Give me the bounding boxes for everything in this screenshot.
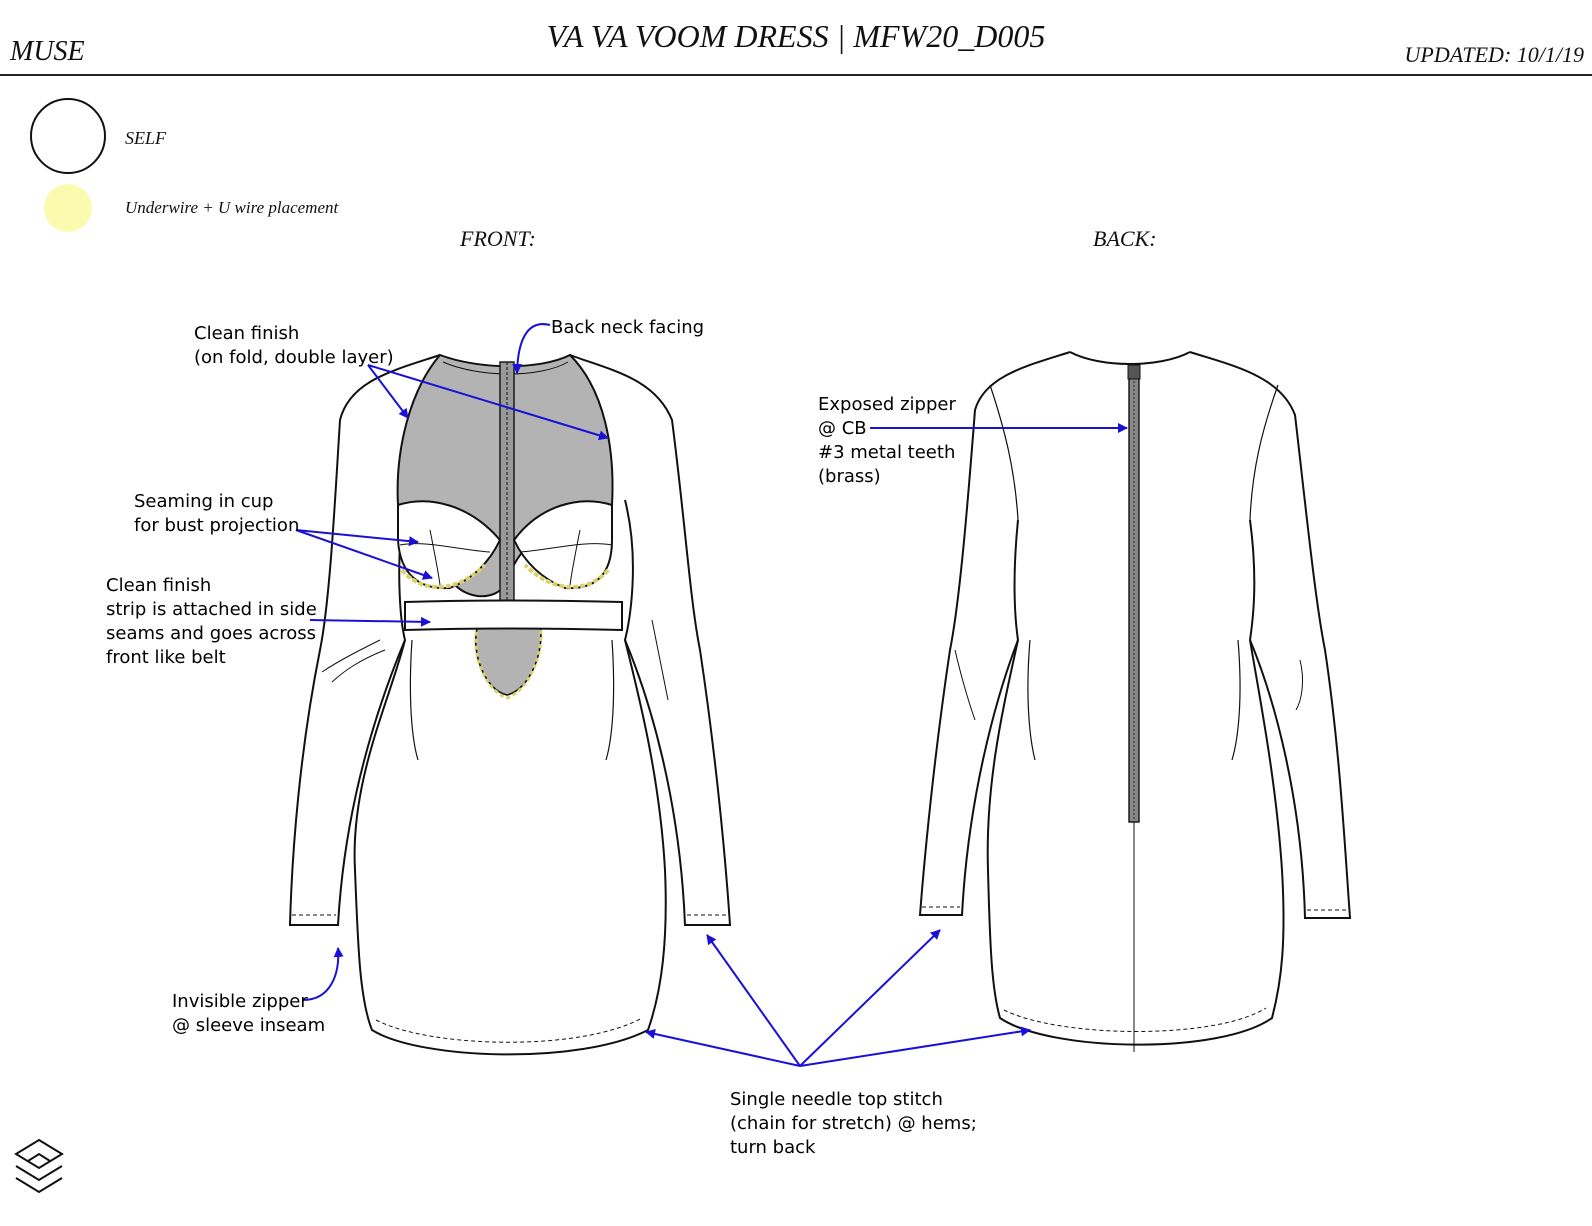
front-left-sleeve: [288, 354, 441, 926]
front-sleeve-crease: [321, 639, 381, 673]
front-sleeve-crease-2: [331, 649, 386, 683]
back-right-armhole: [1249, 384, 1279, 521]
underwire-swatch: [44, 184, 92, 232]
self-fabric-label: SELF: [125, 128, 167, 148]
front-left-underwire: [400, 563, 487, 589]
front-sleeve-crease-3: [651, 619, 669, 701]
back-right-sleeve: [1189, 351, 1352, 919]
front-right-underwire: [523, 563, 610, 589]
front-keyhole: [474, 624, 542, 696]
layers-logo-icon: [14, 1138, 64, 1194]
callout-invisible-zipper: Invisible zipper @ sleeve inseam: [172, 991, 326, 1036]
front-body-outline: [353, 499, 667, 1056]
self-fabric-swatch: [30, 98, 106, 174]
underwire-label: Underwire + U wire placement: [125, 198, 339, 217]
brand-name: MUSE: [10, 36, 85, 67]
back-dress-drawing: [918, 351, 1352, 1052]
page-title: VA VA VOOM DRESS | MFW20_D005: [546, 18, 1046, 54]
back-left-armhole: [989, 384, 1019, 521]
callout-clean-finish-fold: Clean finish (on fold, double layer): [194, 323, 394, 368]
back-neckline: [1069, 351, 1191, 365]
front-belt-strip: [404, 599, 623, 632]
front-right-side-seam: [605, 639, 615, 761]
callout-clean-finish-strip: Clean finish strip is attached in side s…: [106, 575, 317, 668]
front-dress-drawing: [288, 354, 732, 1056]
header-divider: [0, 74, 1592, 76]
callout-exposed-zipper: Exposed zipper @ CB #3 metal teeth (bras…: [818, 394, 956, 487]
front-view-label: FRONT:: [460, 226, 536, 251]
back-view-label: BACK:: [1093, 226, 1157, 251]
back-sleeve-crease-2: [1295, 659, 1304, 711]
updated-date: UPDATED: 10/1/19: [1404, 42, 1584, 67]
back-sleeve-crease: [954, 649, 976, 721]
callout-seaming-cup: Seaming in cup for bust projection: [134, 491, 300, 536]
callout-back-neck-facing: Back neck facing: [551, 317, 705, 338]
front-left-side-seam: [409, 639, 419, 761]
back-right-side-seam: [1231, 639, 1241, 761]
back-hem-stitch: [1003, 1007, 1267, 1032]
front-right-cup: [512, 500, 613, 590]
callout-arrows: [295, 323, 1128, 1067]
back-left-sleeve: [918, 351, 1071, 916]
back-left-side-seam: [1027, 639, 1036, 761]
back-zipper-pull: [1127, 364, 1141, 380]
front-hem-stitch: [375, 1017, 643, 1043]
front-right-sleeve: [569, 354, 732, 926]
callout-top-stitch: Single needle top stitch (chain for stre…: [730, 1089, 977, 1158]
back-body-outline: [986, 519, 1285, 1046]
